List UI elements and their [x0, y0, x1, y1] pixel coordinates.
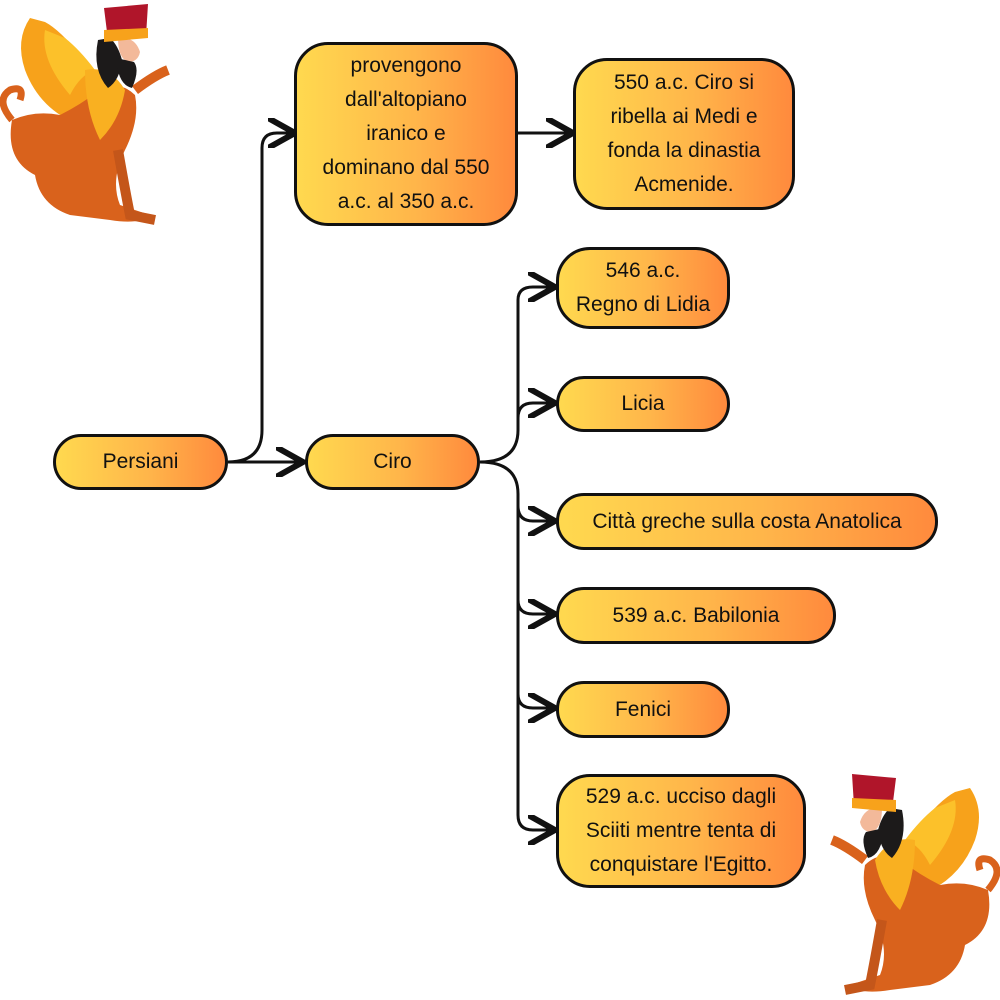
node-persiani: Persiani — [53, 434, 228, 490]
node-babilonia: 539 a.c. Babilonia — [556, 587, 836, 644]
node-babilonia-label: 539 a.c. Babilonia — [612, 603, 780, 627]
node-lidia-label: 546 a.c. Regno di Lidia — [575, 259, 711, 316]
node-greek-cities-label: Città greche sulla costa Anatolica — [592, 509, 902, 533]
edge-persiani-origin — [227, 133, 292, 464]
edge-ciro-licia — [516, 403, 552, 430]
node-origin: provengono dall'altopiano iranico e domi… — [294, 42, 518, 226]
edge-ciro-greek — [479, 460, 552, 521]
node-persiani-label: Persiani — [102, 450, 179, 473]
node-lidia: 546 a.c. Regno di Lidia — [556, 247, 730, 329]
edge-ciro-lidia — [479, 287, 552, 464]
node-death: 529 a.c. ucciso dagli Sciiti mentre tent… — [556, 774, 806, 888]
node-fenici: Fenici — [556, 681, 730, 738]
node-dynasty-label: 550 a.c. Ciro si ribella ai Medi e fonda… — [607, 71, 761, 196]
node-greek-cities: Città greche sulla costa Anatolica — [556, 493, 938, 550]
node-origin-label: provengono dall'altopiano iranico e domi… — [322, 54, 490, 213]
node-death-label: 529 a.c. ucciso dagli Sciiti mentre tent… — [585, 785, 777, 876]
node-fenici-label: Fenici — [614, 697, 672, 721]
node-licia: Licia — [556, 376, 730, 432]
edge-ciro-fenici — [516, 600, 552, 708]
edge-ciro-death — [516, 694, 552, 830]
node-ciro-label: Ciro — [373, 450, 412, 473]
sphinx-illustration-bottom-right — [830, 774, 1000, 995]
node-licia-label: Licia — [621, 392, 665, 415]
node-ciro: Ciro — [305, 434, 480, 490]
sphinx-illustration-top-left — [0, 4, 170, 225]
node-dynasty: 550 a.c. Ciro si ribella ai Medi e fonda… — [573, 58, 795, 210]
